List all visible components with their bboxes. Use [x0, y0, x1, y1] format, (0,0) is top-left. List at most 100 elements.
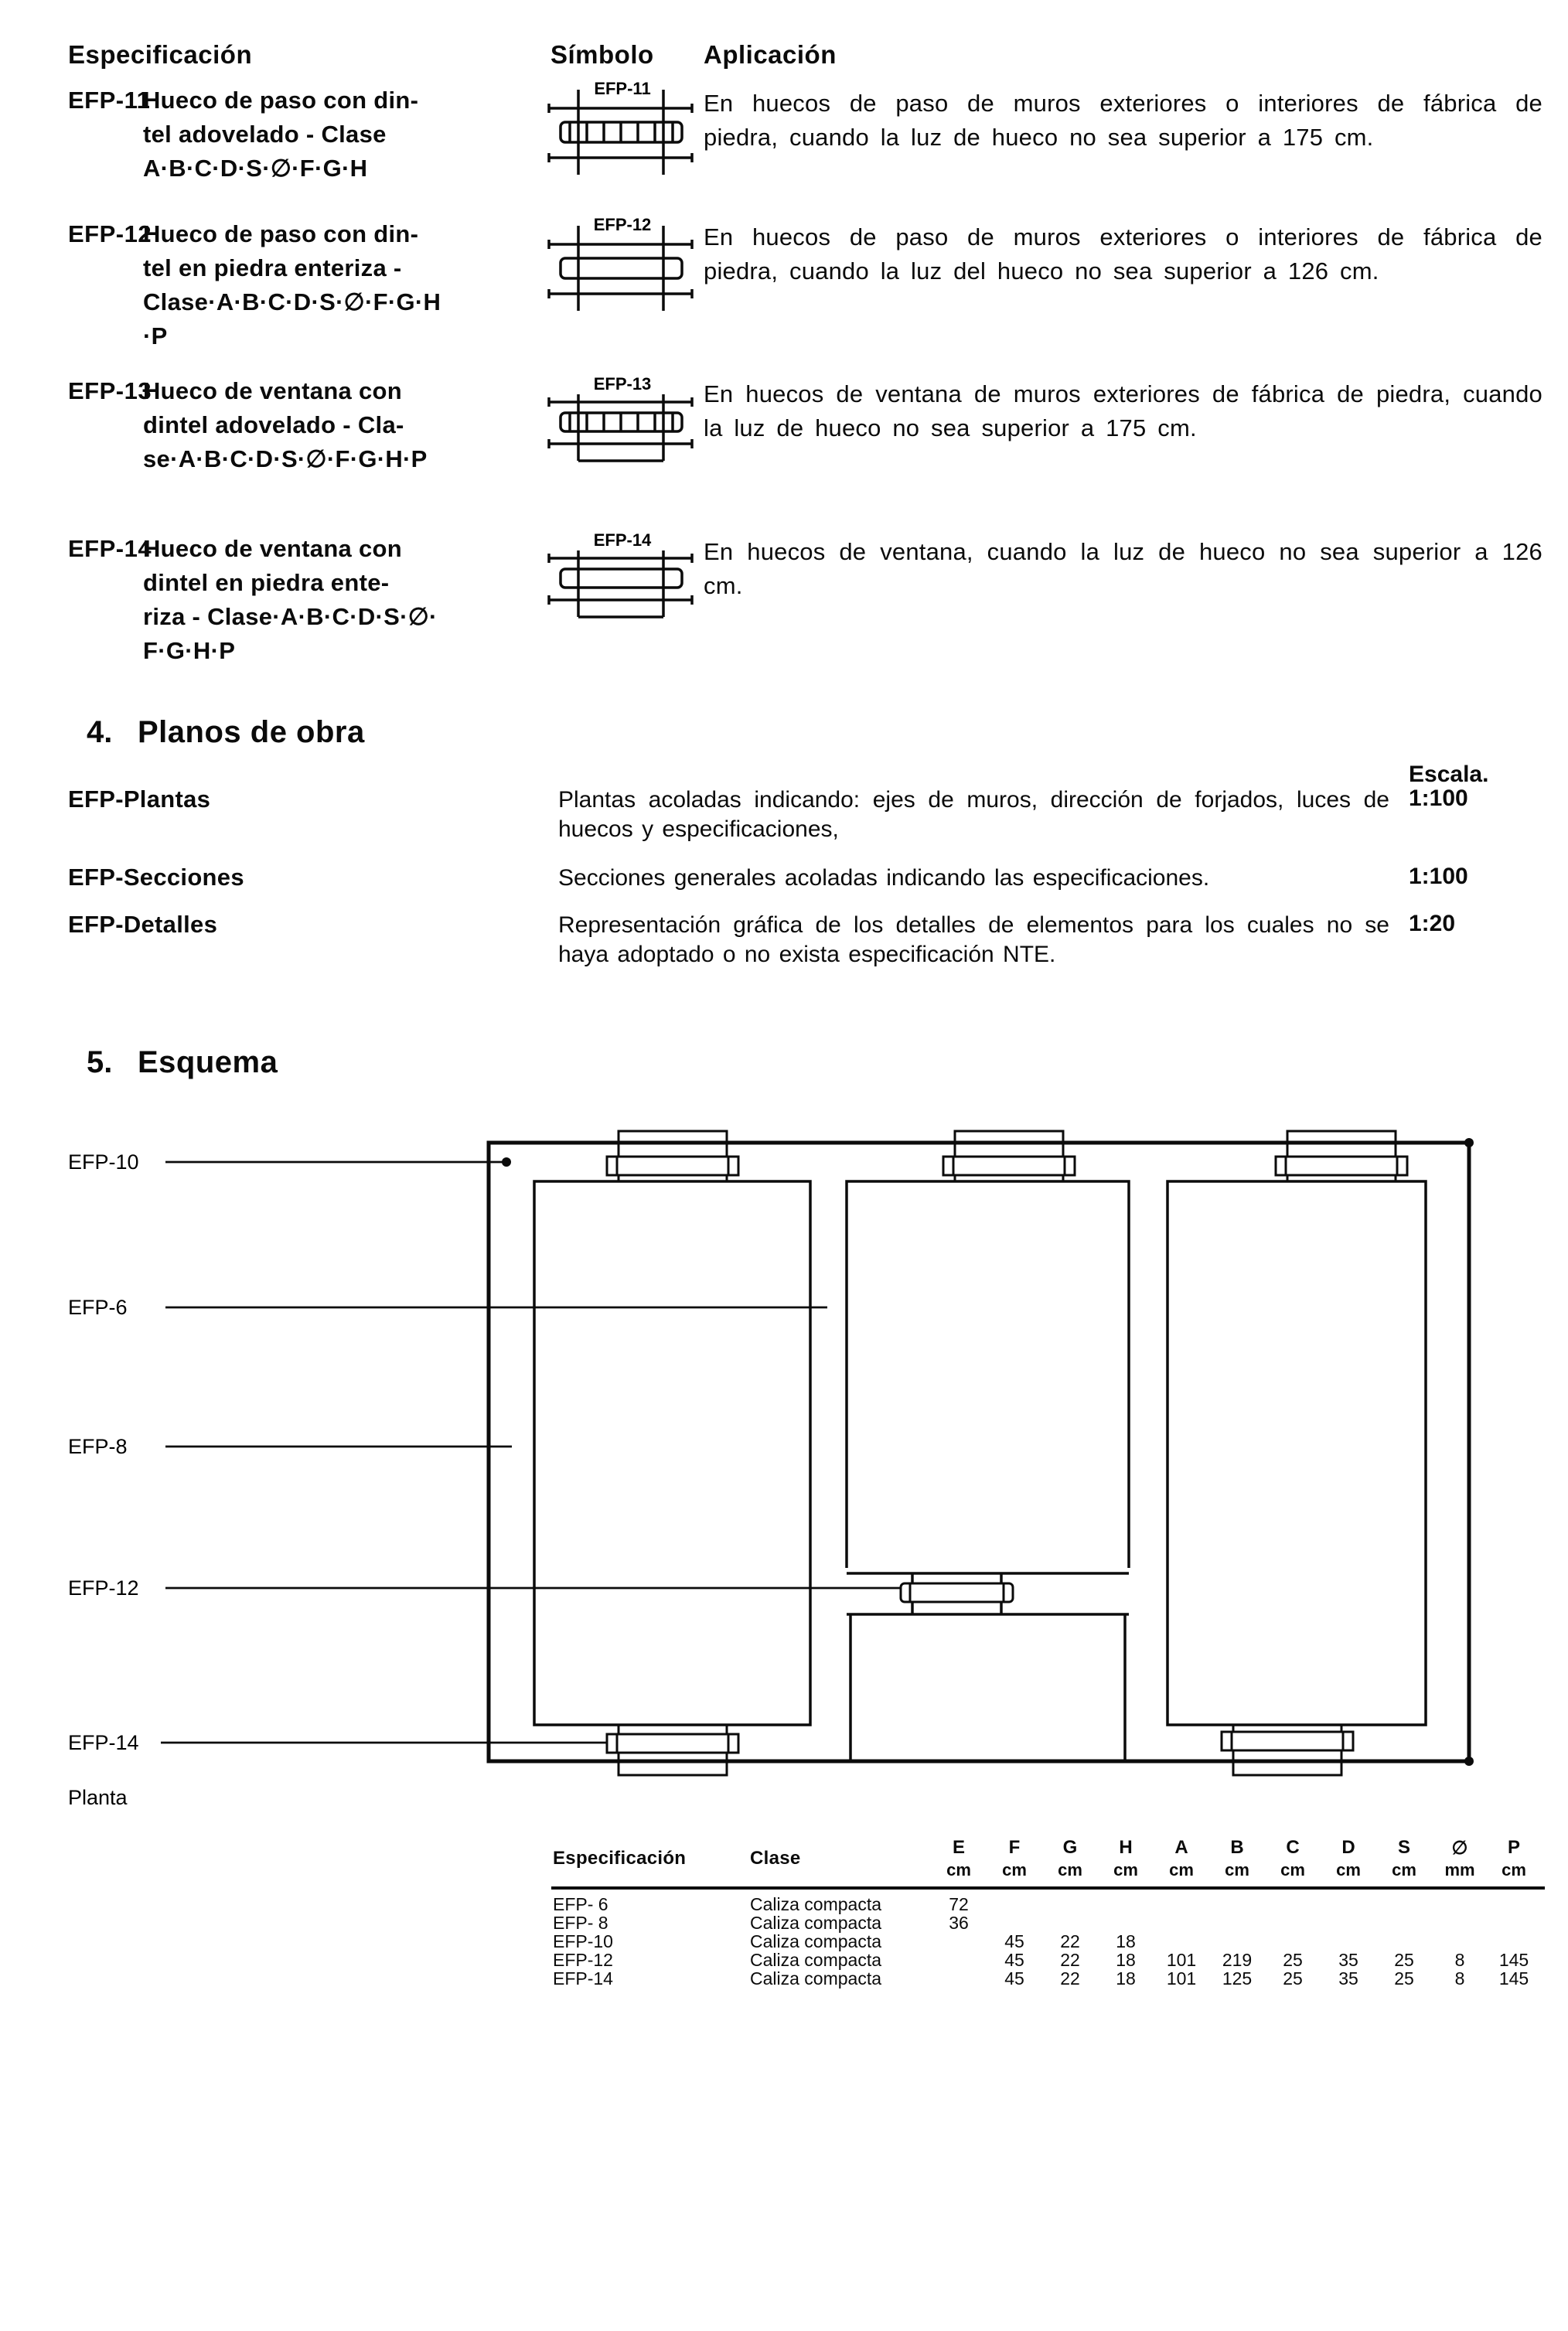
leader-lines — [161, 1160, 902, 1744]
dim-value-b: 125 — [1222, 1968, 1253, 1989]
dim-value-e: 72 — [949, 1894, 969, 1914]
spec-desc-line: Hueco de ventana con — [143, 535, 403, 562]
dim-value-diameter: 8 — [1454, 1950, 1465, 1970]
spec-desc-line: ·P — [143, 322, 168, 349]
dim-value-c: 25 — [1283, 1968, 1303, 1989]
window-symbol-lines — [547, 550, 694, 619]
dim-col-unit: cm — [1002, 1860, 1027, 1879]
dim-col-letter: P — [1507, 1837, 1520, 1858]
dim-value-b: 219 — [1222, 1950, 1253, 1970]
lintel-door-plain-symbol: EFP-12 — [547, 215, 694, 311]
dim-col-unit: cm — [1336, 1860, 1361, 1879]
section5-number: 5. — [87, 1045, 113, 1079]
dim-value-f: 45 — [1004, 1968, 1024, 1989]
dim-row-clase: Caliza compacta — [750, 1931, 882, 1951]
top-windows — [605, 1130, 1409, 1181]
dim-value-g: 22 — [1060, 1950, 1080, 1970]
dim-col-letter: D — [1341, 1837, 1355, 1858]
dim-value-e: 36 — [949, 1913, 969, 1933]
leader-label-efp8: EFP-8 — [68, 1435, 128, 1458]
spec-description: Hueco de ventana con dintel adovelado - … — [143, 374, 428, 476]
inner-walls — [533, 1180, 1427, 1761]
dim-col-unit: cm — [1225, 1860, 1249, 1879]
dim-value-s: 25 — [1394, 1950, 1414, 1970]
symbol-label: EFP-12 — [594, 215, 652, 234]
spec-desc-line: Clase·A·B·C·D·S·∅·F·G·H — [143, 288, 441, 315]
spec-id: EFP-13 — [68, 377, 152, 404]
dim-value-p: 145 — [1498, 1968, 1529, 1989]
dim-row-id: EFP-12 — [553, 1950, 613, 1970]
dim-col-letter: S — [1397, 1837, 1410, 1858]
plan-doc-scale: 1:20 — [1409, 911, 1456, 936]
dim-value-f: 45 — [1004, 1950, 1024, 1970]
section5-title: Esquema — [138, 1045, 278, 1079]
lintel-window-segmented-symbol: EFP-13 — [547, 374, 694, 462]
plan-doc-scale: 1:100 — [1409, 786, 1468, 811]
symbol-label: EFP-13 — [594, 374, 652, 394]
plan-caption: Planta — [68, 1786, 128, 1809]
spec-desc-line: Hueco de paso con din- — [143, 87, 419, 114]
spec-desc-line: tel en piedra enteriza - — [143, 254, 402, 281]
plan-doc-text: Plantas acoladas indicando: ejes de muro… — [558, 787, 1389, 842]
room-left — [533, 1180, 812, 1726]
application-text: En huecos de ventana, cuando la luz de h… — [704, 538, 1542, 599]
application-text: En huecos de paso de muros exteriores o … — [704, 90, 1542, 151]
dim-col-letter: C — [1286, 1837, 1300, 1858]
spec-desc-line: Hueco de ventana con — [143, 377, 403, 404]
spec-id: EFP-14 — [68, 535, 152, 562]
column-header-especificacion: Especificación — [68, 40, 253, 69]
spec-id: EFP-11 — [68, 87, 151, 114]
floor-plan-drawing: EFP-10 EFP-6 EFP-8 EFP-12 EFP-14 Planta — [68, 1130, 1474, 1809]
dim-value-f: 45 — [1004, 1931, 1024, 1951]
section4-title: Planos de obra — [138, 715, 365, 749]
escala-header: Escala. — [1409, 762, 1489, 787]
dim-col-unit: cm — [1169, 1860, 1194, 1879]
dim-row-clase: Caliza compacta — [750, 1913, 882, 1933]
dim-col-letter: G — [1062, 1837, 1078, 1858]
dim-value-g: 22 — [1060, 1931, 1080, 1951]
application-text: En huecos de ventana de muros exteriores… — [704, 380, 1542, 441]
dim-value-d: 35 — [1338, 1950, 1358, 1970]
spec-description: Hueco de paso con din- tel en piedra ent… — [143, 217, 441, 353]
dim-value-a: 101 — [1166, 1950, 1197, 1970]
dim-col-letter: H — [1119, 1837, 1133, 1858]
door-lintel-symbol — [899, 1582, 1014, 1603]
spec-desc-line: tel adovelado - Clase — [143, 121, 387, 148]
spec-desc-line: se·A·B·C·D·S·∅·F·G·H·P — [143, 445, 428, 472]
plan-doc-text: Representación gráfica de los detalles d… — [558, 912, 1389, 967]
dim-header-especificacion: Especificación — [553, 1848, 687, 1869]
door-symbol-lines — [547, 226, 694, 311]
dim-col-letter-diameter: ∅ — [1451, 1838, 1468, 1859]
spec-id: EFP-12 — [68, 220, 152, 247]
dim-col-letter: F — [1008, 1837, 1021, 1858]
dim-col-unit: mm — [1444, 1860, 1475, 1879]
dim-col-unit: cm — [1058, 1860, 1082, 1879]
plan-doc-label: EFP-Plantas — [68, 786, 211, 813]
door-symbol-lines — [547, 90, 694, 175]
spec-desc-line: dintel en piedra ente- — [143, 569, 390, 596]
dim-col-unit: cm — [1392, 1860, 1416, 1879]
dim-row-clase: Caliza compacta — [750, 1968, 882, 1989]
dim-row-clase: Caliza compacta — [750, 1950, 882, 1970]
dim-value-p: 145 — [1498, 1950, 1529, 1970]
dim-value-s: 25 — [1394, 1968, 1414, 1989]
dim-col-letter: A — [1174, 1837, 1188, 1858]
dim-row-id: EFP- 6 — [553, 1894, 608, 1914]
dim-value-h: 18 — [1116, 1931, 1136, 1951]
dim-col-unit: cm — [1280, 1860, 1305, 1879]
dim-col-unit: cm — [1113, 1860, 1138, 1879]
spec-description: Hueco de paso con din- tel adovelado - C… — [143, 83, 418, 186]
dim-value-g: 22 — [1060, 1968, 1080, 1989]
dim-value-h: 18 — [1116, 1968, 1136, 1989]
dim-col-letter: B — [1230, 1837, 1244, 1858]
plan-doc-text: Secciones generales acoladas indicando l… — [558, 865, 1210, 891]
column-header-simbolo: Símbolo — [551, 40, 654, 69]
section4-number: 4. — [87, 715, 113, 749]
dim-value-c: 25 — [1283, 1950, 1303, 1970]
leader-label-efp12: EFP-12 — [68, 1576, 139, 1600]
leader-label-efp14: EFP-14 — [68, 1731, 139, 1754]
spec-desc-line: F·G·H·P — [143, 637, 236, 664]
lintel-door-segmented-symbol: EFP-11 — [547, 79, 694, 175]
dim-col-unit: cm — [946, 1860, 971, 1879]
